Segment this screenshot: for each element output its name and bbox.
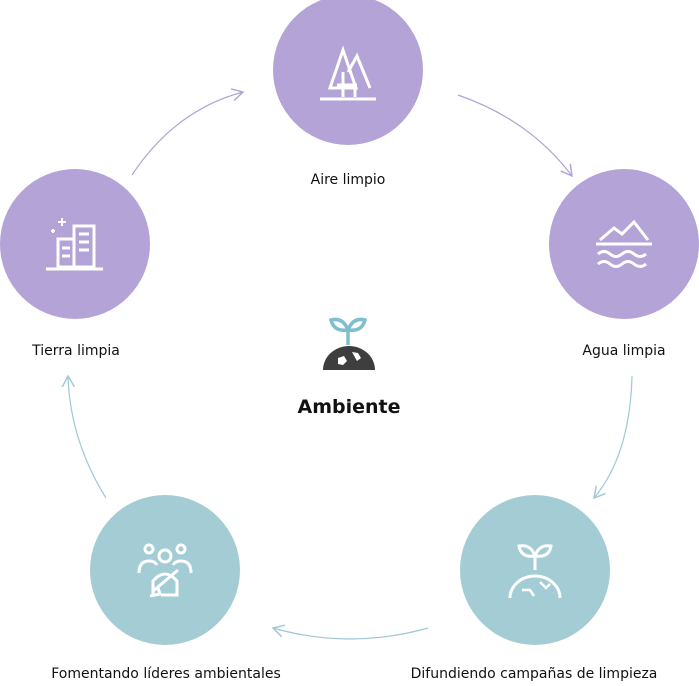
people-ribbon-icon bbox=[137, 543, 193, 598]
sprout-globe-icon bbox=[508, 544, 562, 599]
arrow-agua-to-campanas bbox=[593, 375, 633, 500]
label-agua-limpia: Agua limpia bbox=[582, 343, 666, 359]
arrow-aire-to-agua bbox=[457, 94, 573, 178]
node-lideres bbox=[90, 495, 240, 645]
center-title: Ambiente bbox=[297, 396, 401, 418]
water-mountain-icon bbox=[596, 219, 652, 268]
label-lideres: Fomentando líderes ambientales bbox=[51, 666, 281, 682]
trees-icon bbox=[320, 45, 376, 101]
arrow-lideres-to-tierra bbox=[61, 374, 107, 499]
node-agua-limpia bbox=[549, 169, 699, 319]
arrow-campanas-to-lideres bbox=[271, 624, 429, 640]
buildings-icon bbox=[46, 218, 103, 271]
label-campanas: Difundiendo campañas de limpieza bbox=[410, 666, 658, 682]
node-campanas bbox=[460, 495, 610, 645]
node-aire-limpio bbox=[273, 0, 423, 145]
arrow-tierra-to-aire bbox=[131, 88, 245, 176]
label-aire-limpio: Aire limpio bbox=[310, 172, 386, 188]
node-tierra-limpia bbox=[0, 169, 150, 319]
label-tierra-limpia: Tierra limpia bbox=[32, 343, 120, 359]
sprout-globe-center-icon bbox=[323, 317, 375, 370]
